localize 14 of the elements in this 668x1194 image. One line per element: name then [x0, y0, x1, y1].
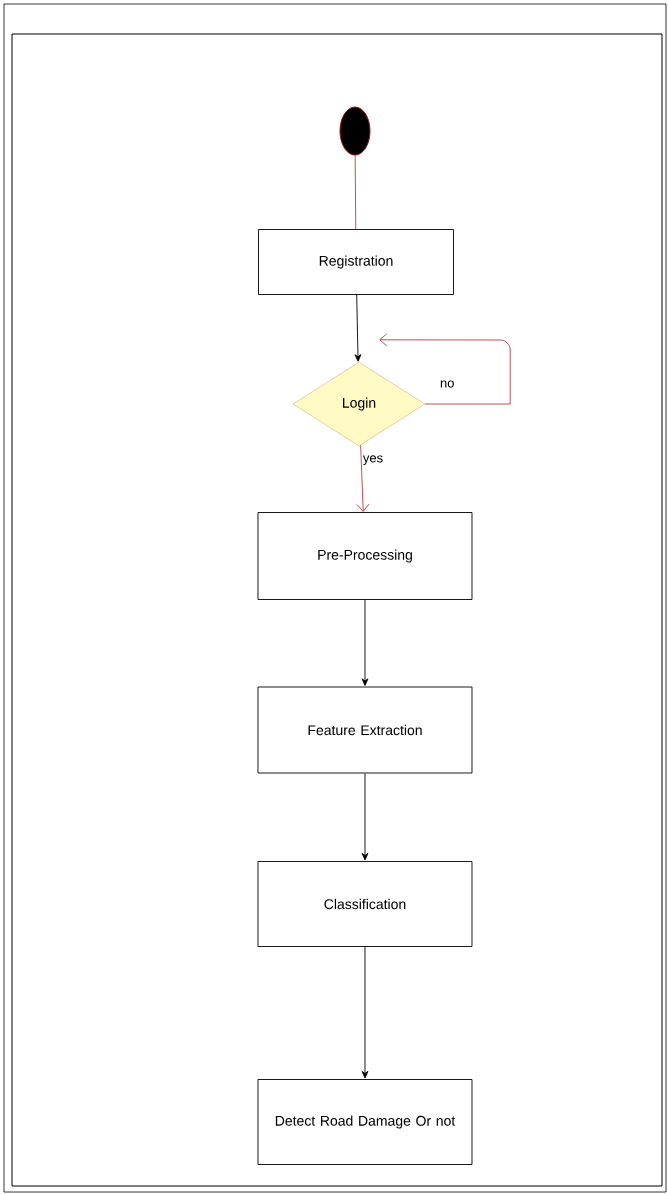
process-box: Classification: [257, 861, 473, 947]
arrow: [354, 294, 362, 362]
edge-label: no: [438, 379, 456, 389]
process-box: Registration: [258, 229, 454, 295]
process-box: Feature Extraction: [257, 686, 473, 774]
edge-label: yes: [361, 454, 385, 467]
arrow: [361, 946, 369, 1079]
start-node: [339, 106, 371, 156]
arrow: [361, 599, 369, 686]
arrow: [361, 773, 369, 861]
arrow: [356, 444, 370, 512]
arrow: [379, 333, 511, 405]
process-box: Pre-Processing: [257, 512, 473, 600]
process-box: Detect Road Damage Or not: [257, 1079, 473, 1165]
